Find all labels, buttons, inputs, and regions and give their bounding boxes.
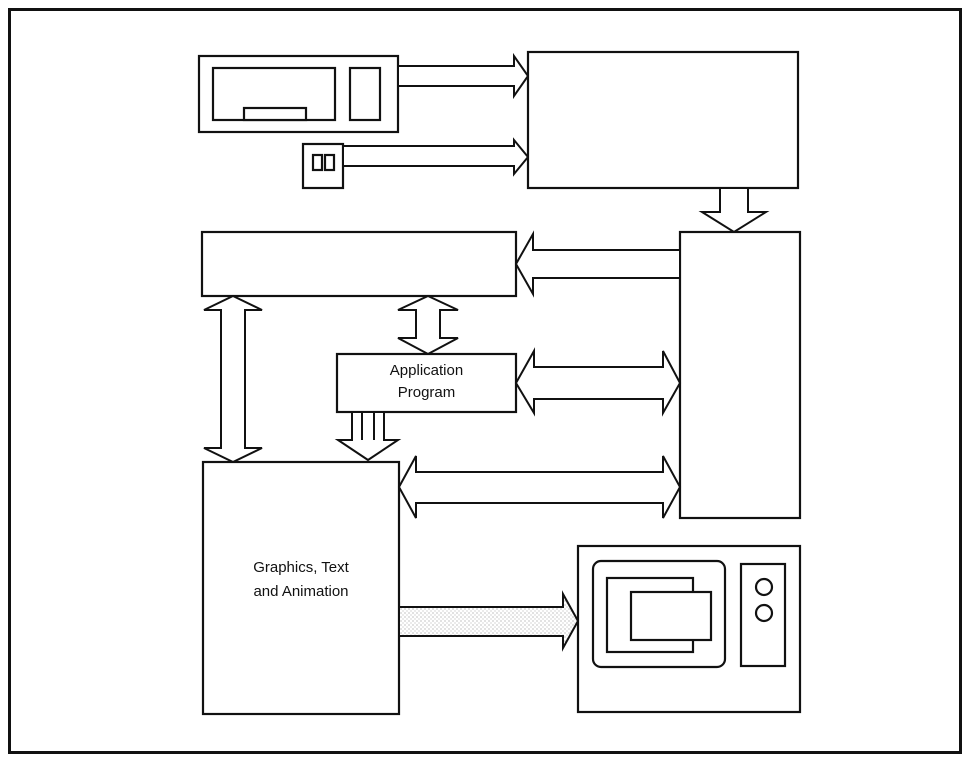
controller-box (680, 232, 800, 518)
right-arrow-switch-to-input (343, 140, 528, 174)
application-program-label-line2: Program (398, 384, 456, 401)
vertical-double-arrow-store-to-graphics (204, 296, 262, 462)
monitor-display-icon (578, 546, 800, 712)
down-arrow-app-to-graphics (338, 412, 398, 460)
right-arrow-graphics-to-display (399, 594, 578, 648)
input-handler-box (528, 52, 798, 188)
left-arrow-controller-to-store (516, 234, 680, 294)
vertical-double-arrow-store-to-app (398, 296, 458, 354)
keyboard-device-icon (199, 56, 398, 132)
down-arrow-input-to-controller (702, 188, 766, 232)
horizontal-double-arrow-graphics-to-controller (399, 456, 680, 518)
graphics-label-line2: and Animation (253, 583, 348, 600)
switch-device-icon (303, 144, 343, 188)
graphics-label-line1: Graphics, Text (253, 559, 349, 576)
right-arrow-keyboard-to-input (398, 56, 528, 96)
data-store-box (202, 232, 516, 296)
horizontal-double-arrow-app-to-controller (516, 351, 680, 413)
application-program-label-line1: Application (390, 362, 463, 379)
